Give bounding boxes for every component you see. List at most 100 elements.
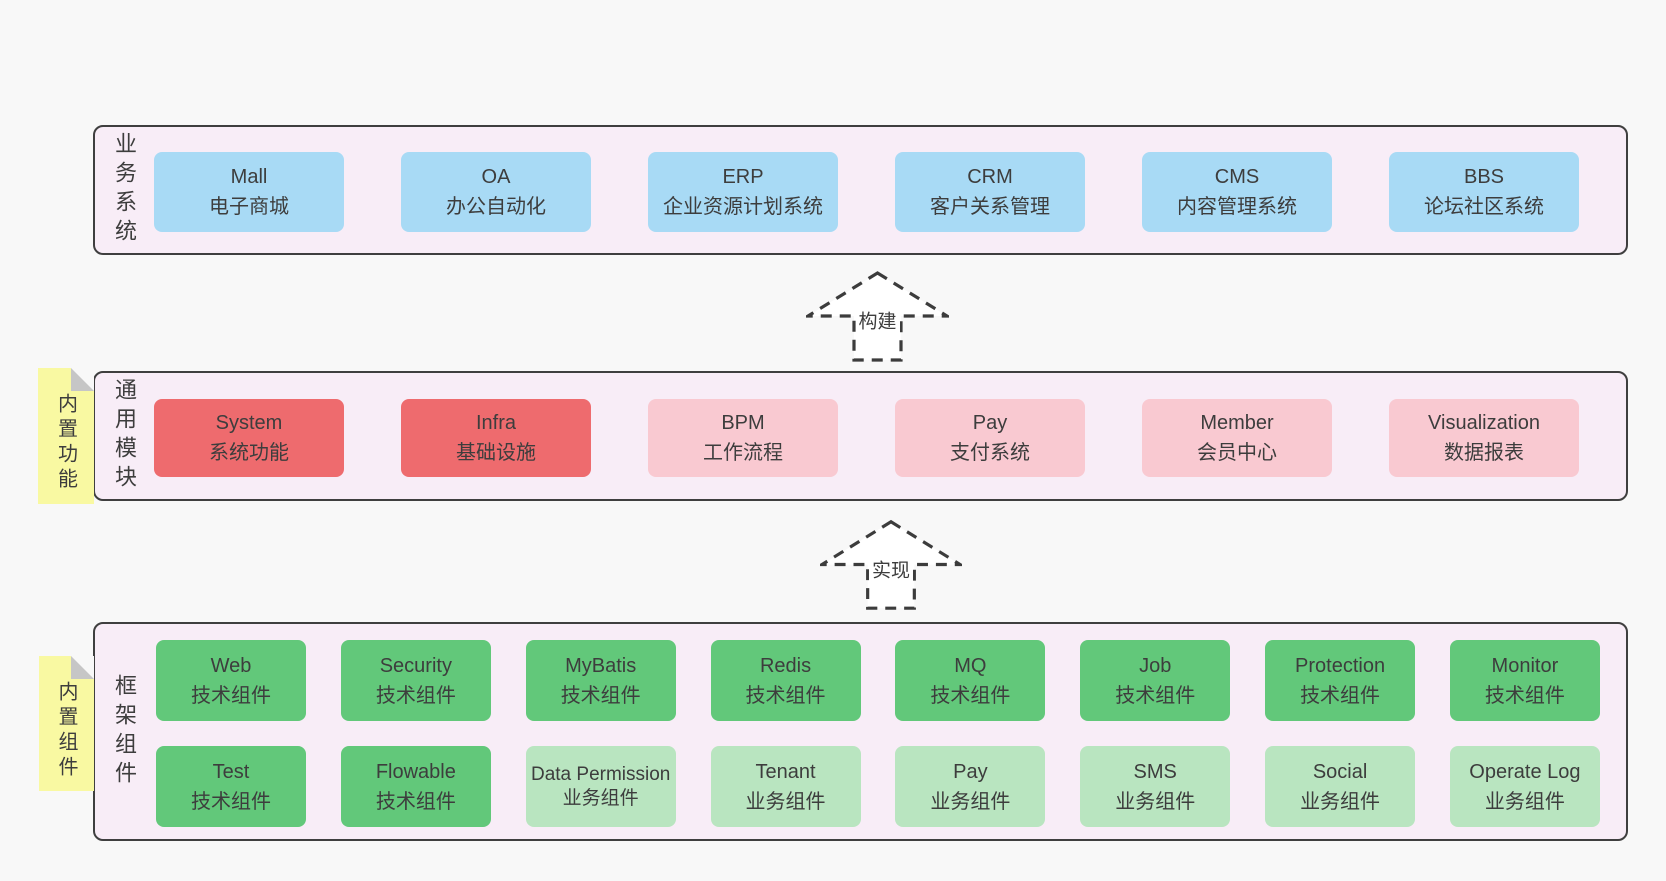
box-infra: Infra 基础设施: [401, 399, 591, 477]
box-operate-log: Operate Log 业务组件: [1449, 746, 1600, 827]
box-subtitle: 企业资源计划系统: [663, 196, 823, 218]
box-subtitle: 办公自动化: [446, 196, 546, 218]
box-subtitle: 技术组件: [930, 684, 1011, 707]
box-title: SMS: [1133, 760, 1177, 783]
box-erp: ERP 企业资源计划系统: [648, 152, 838, 232]
box-title: Flowable: [375, 760, 456, 783]
box-mybatis: MyBatis 技术组件: [525, 640, 676, 721]
box-subtitle: 技术组件: [191, 790, 271, 813]
box-bpm: BPM 工作流程: [648, 399, 838, 477]
box-title: Pay: [953, 760, 988, 783]
box-subtitle: 业务组件: [1300, 790, 1381, 813]
sticky-built-in-features: 内置功能: [38, 368, 94, 504]
box-subtitle: 基础设施: [456, 442, 536, 464]
box-title: Monitor: [1491, 654, 1559, 677]
box-pay-module: Pay 支付系统: [895, 399, 1085, 477]
band-framework-components: 框架组件 Web 技术组件 Security 技术组件 MyBatis 技术组件…: [93, 622, 1628, 841]
box-social: Social 业务组件: [1265, 746, 1416, 827]
box-title: MyBatis: [565, 654, 637, 677]
box-title: Visualization: [1428, 412, 1540, 434]
box-test: Test 技术组件: [156, 746, 306, 827]
box-subtitle: 内容管理系统: [1177, 196, 1297, 218]
box-mall: Mall 电子商城: [154, 152, 344, 232]
box-security: Security 技术组件: [340, 640, 491, 721]
sticky-built-in-components: 内置组件: [39, 656, 94, 791]
box-title: CRM: [967, 166, 1013, 188]
box-title: Infra: [475, 412, 517, 434]
arrow-build: 构建: [806, 271, 949, 362]
sticky-text: 内置功能: [54, 393, 77, 493]
box-pay-component: Pay 业务组件: [895, 746, 1046, 827]
band-common-modules: 通用模块 System 系统功能 Infra 基础设施 BPM 工作流程 Pay…: [93, 371, 1628, 501]
box-subtitle: 技术组件: [375, 684, 456, 707]
box-title: Protection: [1295, 654, 1386, 677]
box-subtitle: 业务组件: [930, 790, 1011, 813]
box-subtitle: 业务组件: [745, 790, 826, 813]
box-sms: SMS 业务组件: [1080, 746, 1231, 827]
band-label-business-systems: 业务系统: [112, 132, 137, 248]
arrow-implement: 实现: [820, 518, 962, 612]
box-subtitle: 客户关系管理: [930, 196, 1050, 218]
common-modules-row: System 系统功能 Infra 基础设施 BPM 工作流程 Pay 支付系统…: [154, 399, 1579, 477]
box-title: System: [215, 412, 283, 434]
box-member: Member 会员中心: [1142, 399, 1332, 477]
box-subtitle: 工作流程: [703, 442, 783, 464]
box-title: OA: [481, 166, 511, 188]
box-subtitle: 业务组件: [562, 787, 639, 809]
box-mq: MQ 技术组件: [895, 640, 1046, 721]
box-title: Job: [1139, 654, 1172, 677]
box-tenant: Tenant 业务组件: [710, 746, 861, 827]
box-subtitle: 技术组件: [1300, 684, 1381, 707]
arrow-implement-label: 实现: [868, 555, 914, 583]
box-job: Job 技术组件: [1080, 640, 1231, 721]
sticky-text: 内置组件: [55, 680, 77, 781]
box-title: Mall: [230, 166, 268, 188]
box-crm: CRM 客户关系管理: [895, 152, 1085, 232]
box-subtitle: 技术组件: [745, 684, 826, 707]
box-title: Redis: [759, 654, 812, 677]
box-subtitle: 会员中心: [1197, 442, 1277, 464]
box-bbs: BBS 论坛社区系统: [1389, 152, 1579, 232]
framework-components-row-1: Web 技术组件 Security 技术组件 MyBatis 技术组件 Redi…: [156, 640, 1600, 721]
box-title: BBS: [1463, 166, 1505, 188]
box-data-permission: Data Permission 业务组件: [525, 746, 676, 827]
box-title: Security: [379, 654, 452, 677]
box-subtitle: 数据报表: [1444, 442, 1524, 464]
business-systems-row: Mall 电子商城 OA 办公自动化 ERP 企业资源计划系统 CRM 客户关系…: [154, 152, 1579, 232]
box-title: Pay: [972, 412, 1008, 434]
box-oa: OA 办公自动化: [401, 152, 591, 232]
box-subtitle: 系统功能: [209, 442, 289, 464]
box-web: Web 技术组件: [156, 640, 306, 721]
box-subtitle: 技术组件: [1484, 684, 1565, 707]
box-title: Tenant: [755, 760, 816, 783]
box-title: Member: [1200, 412, 1274, 434]
box-title: Test: [212, 760, 250, 783]
box-subtitle: 业务组件: [1115, 790, 1196, 813]
box-subtitle: 论坛社区系统: [1424, 196, 1544, 218]
box-cms: CMS 内容管理系统: [1142, 152, 1332, 232]
box-system: System 系统功能: [154, 399, 344, 477]
box-title: BPM: [721, 412, 765, 434]
box-subtitle: 支付系统: [950, 442, 1030, 464]
box-subtitle: 技术组件: [1115, 684, 1196, 707]
box-subtitle: 电子商城: [209, 196, 289, 218]
box-flowable: Flowable 技术组件: [340, 746, 491, 827]
box-title: Data Permission: [530, 763, 671, 785]
box-subtitle: 技术组件: [191, 684, 271, 707]
box-title: Social: [1312, 760, 1368, 783]
box-title: ERP: [722, 166, 764, 188]
box-title: CMS: [1214, 166, 1260, 188]
box-title: Operate Log: [1469, 760, 1581, 783]
framework-components-row-2: Test 技术组件 Flowable 技术组件 Data Permission …: [156, 746, 1600, 827]
box-redis: Redis 技术组件: [710, 640, 861, 721]
box-title: Web: [210, 654, 252, 677]
box-subtitle: 业务组件: [1484, 790, 1565, 813]
box-title: MQ: [954, 654, 987, 677]
band-label-framework-components: 框架组件: [112, 673, 137, 790]
box-subtitle: 技术组件: [560, 684, 641, 707]
arrow-build-label: 构建: [855, 306, 900, 334]
box-visualization: Visualization 数据报表: [1389, 399, 1579, 477]
box-subtitle: 技术组件: [375, 790, 456, 813]
band-business-systems: 业务系统 Mall 电子商城 OA 办公自动化 ERP 企业资源计划系统 CRM…: [93, 125, 1628, 255]
